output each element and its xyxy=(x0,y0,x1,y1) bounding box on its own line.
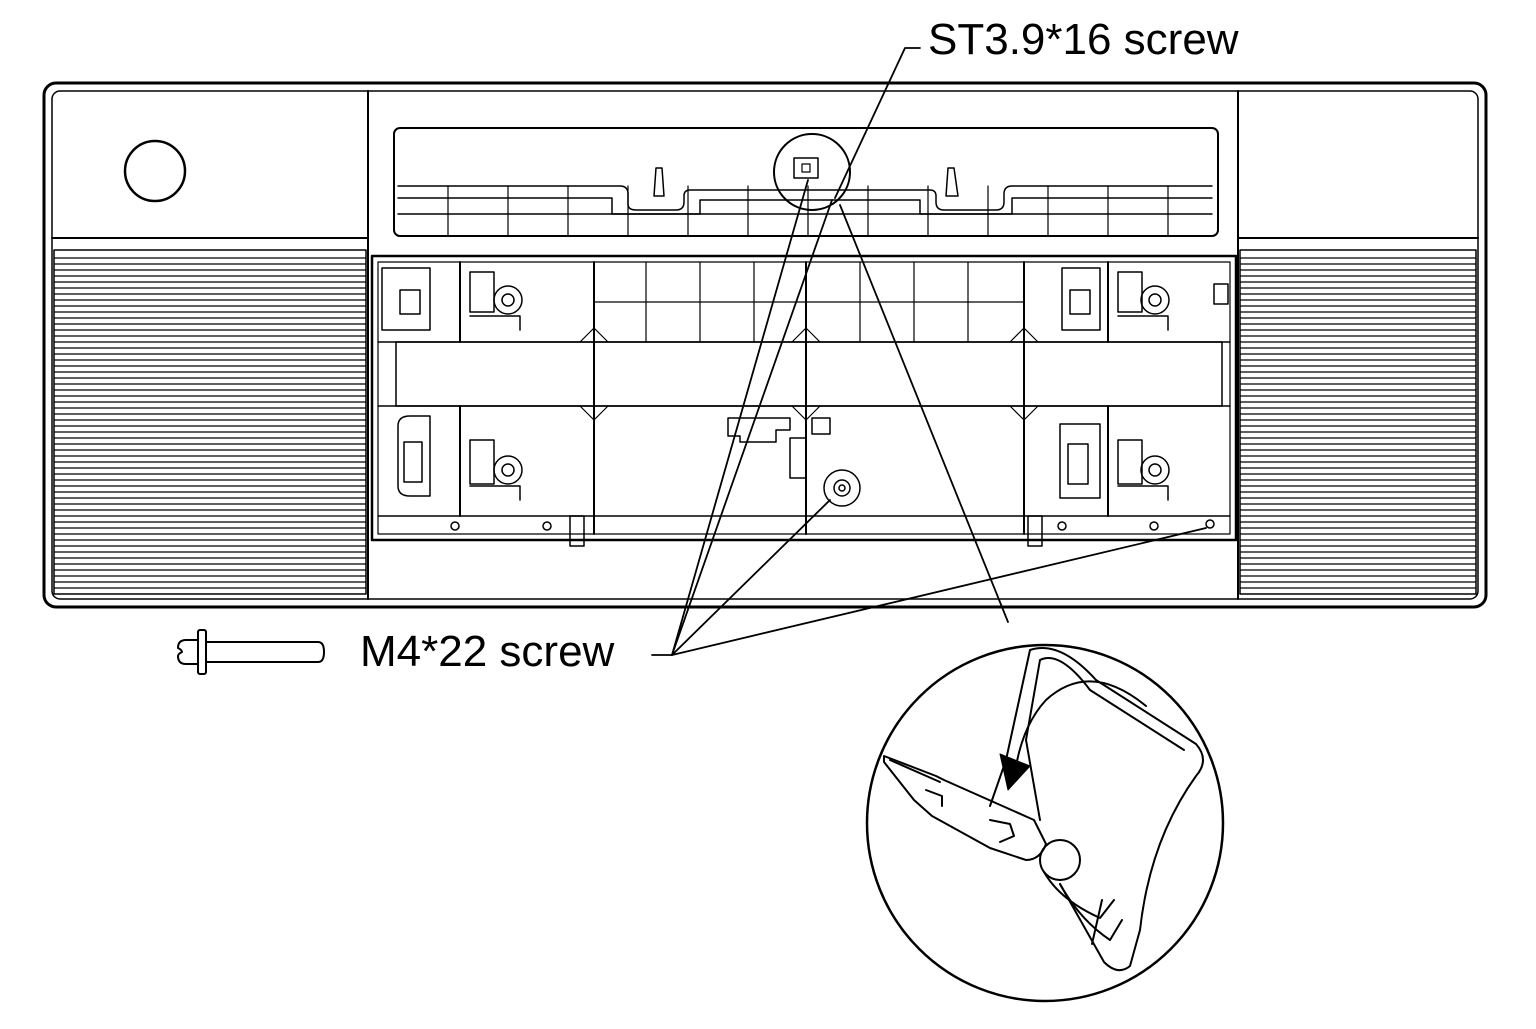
detail-view xyxy=(865,643,1225,1003)
left-grille xyxy=(53,249,367,595)
leader-lines xyxy=(651,47,1207,656)
upper-filter-frame xyxy=(393,127,1219,237)
lower-frame xyxy=(370,254,1238,542)
st-screw-callout-circle xyxy=(773,133,851,211)
st-screw-label: ST3.9*16 screw xyxy=(928,15,1239,64)
m4-screw-label: M4*22 screw xyxy=(360,627,615,676)
panel-body xyxy=(42,81,1488,609)
m4-screw-icon xyxy=(177,629,325,675)
arrow-head-icon xyxy=(999,753,1031,791)
right-grille xyxy=(1239,249,1477,595)
corner-brackets xyxy=(381,267,1229,547)
round-button-icon xyxy=(123,139,187,203)
